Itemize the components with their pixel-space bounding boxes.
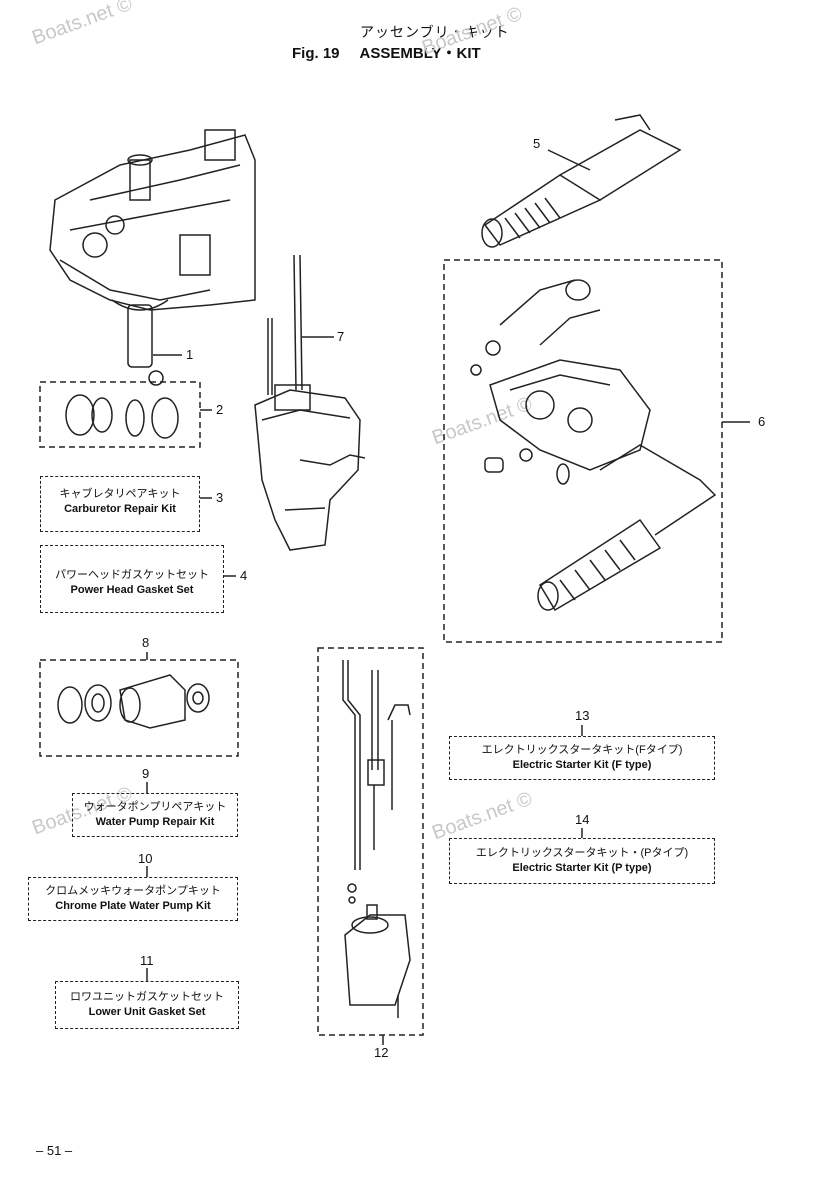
kit-13-jp: エレクトリックスタータキット(Fタイプ) [481, 744, 683, 756]
kit-box-2 [39, 381, 201, 448]
callout-9: 9 [142, 766, 150, 781]
callout-6: 6 [758, 414, 766, 429]
callout-7: 7 [337, 329, 345, 344]
kit-box-11: ロワユニットガスケットセット Lower Unit Gasket Set [55, 981, 239, 1029]
kit-11-en: Lower Unit Gasket Set [88, 1006, 206, 1018]
kit-3-jp: キャブレタリペアキット [59, 488, 181, 500]
callout-3: 3 [216, 490, 224, 505]
callout-10: 10 [138, 851, 153, 866]
kit-4-jp: パワーヘッドガスケットセット [55, 569, 209, 581]
kit-4-en: Power Head Gasket Set [70, 584, 194, 596]
kit-box-12 [317, 647, 424, 1036]
lower-unit-drawing [254, 254, 366, 551]
callout-4: 4 [240, 568, 248, 583]
kit-3-en: Carburetor Repair Kit [64, 503, 176, 515]
callout-1: 1 [186, 347, 194, 362]
kit-box-3: キャブレタリペアキット Carburetor Repair Kit [40, 476, 200, 532]
steering-assembly-drawing [470, 279, 717, 612]
callout-12: 12 [374, 1045, 389, 1060]
kit-box-6 [443, 259, 723, 643]
shift-rod-drawing [342, 660, 411, 1018]
callout-8: 8 [142, 635, 150, 650]
page-number: – 51 – [36, 1143, 73, 1158]
figure-title: Fig. 19 ASSEMBLY・KIT [292, 42, 501, 63]
power-head-drawing [49, 129, 256, 368]
kit-14-en: Electric Starter Kit (P type) [512, 862, 652, 874]
kit-11-jp: ロワユニットガスケットセット [70, 991, 224, 1003]
tiller-handle-drawing [481, 114, 682, 248]
o-rings-drawing [65, 370, 179, 439]
kit-box-10: クロムメッキウォータポンプキット Chrome Plate Water Pump… [28, 877, 238, 921]
kit-box-9: ウォータポンプリペアキット Water Pump Repair Kit [72, 793, 238, 837]
kit-10-en: Chrome Plate Water Pump Kit [55, 900, 211, 912]
kit-14-jp: エレクトリックスタータキット・(Pタイプ) [475, 847, 689, 859]
kit-9-en: Water Pump Repair Kit [95, 816, 215, 828]
kit-box-8 [39, 659, 239, 757]
kit-box-4: パワーヘッドガスケットセット Power Head Gasket Set [40, 545, 224, 613]
title-japanese: アッセンブリ・キット [360, 24, 510, 40]
kit-box-13: エレクトリックスタータキット(Fタイプ) Electric Starter Ki… [449, 736, 715, 780]
water-pump-drawing [57, 674, 210, 729]
callout-13: 13 [575, 708, 590, 723]
callout-2: 2 [216, 402, 224, 417]
callout-5: 5 [533, 136, 541, 151]
callout-11: 11 [140, 953, 154, 968]
figure-name: ASSEMBLY・KIT [359, 45, 481, 62]
kit-box-14: エレクトリックスタータキット・(Pタイプ) Electric Starter K… [449, 838, 715, 884]
kit-13-en: Electric Starter Kit (F type) [512, 759, 652, 771]
kit-10-jp: クロムメッキウォータポンプキット [45, 885, 221, 897]
figure-label: Fig. 19 [292, 45, 340, 62]
kit-9-jp: ウォータポンプリペアキット [83, 801, 227, 813]
callout-14: 14 [575, 812, 590, 827]
